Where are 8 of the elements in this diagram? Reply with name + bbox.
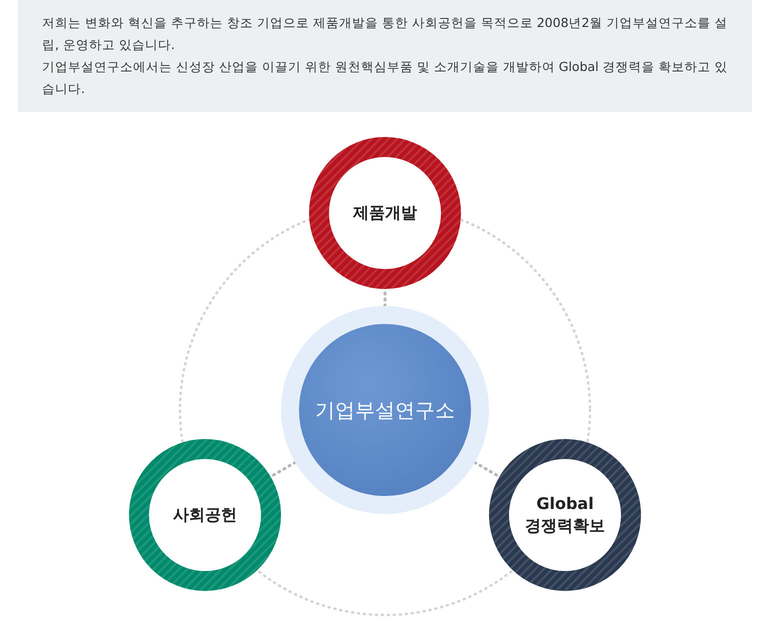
intro-paragraph: 기업부설연구소에서는 신성장 산업을 이끌기 위한 원천핵심부품 및 소개기술을 개발하여 Global 경쟁력을 확보하고 있습니다. [42,58,728,98]
dotted-connector [473,460,501,478]
circle-label: Global 경쟁력확보 [524,493,606,537]
circle-label: 사회공헌 [173,504,237,526]
dotted-connector [269,460,297,478]
intro-paragraph: 저희는 변화와 혁신을 추구하는 창조 기업으로 제품개발을 통한 사회공헌을 목적으로 2008년2월 기업부설연구소를 설립, 운영하고 있습니다. [42,14,728,54]
circle-label: 기업부설연구소 [315,399,455,421]
circle-label: 제품개발 [353,202,417,224]
